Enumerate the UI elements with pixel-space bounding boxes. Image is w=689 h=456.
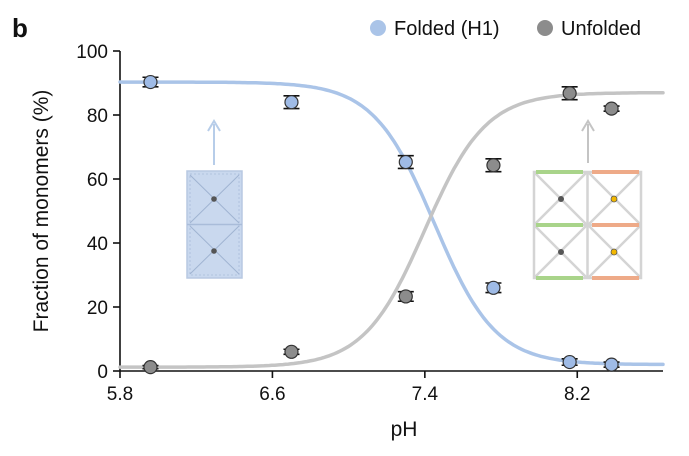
y-tick-label: 0 [97, 362, 108, 383]
folded-data-point [143, 74, 158, 90]
legend: Folded (H1) Unfolded [370, 18, 641, 40]
unfolded-data-point [398, 289, 413, 304]
y-tick-label: 80 [87, 106, 108, 127]
folded-node-bottom [211, 248, 217, 254]
unfolded-arrow-icon [581, 119, 595, 132]
inset-folded-structure [186, 119, 243, 279]
folded-node-top [211, 196, 217, 202]
folded-data-point [398, 154, 413, 170]
unfolded-data-point [284, 344, 299, 359]
folded-data-point [562, 354, 577, 370]
y-ticks: 0 20 40 60 80 100 [76, 42, 120, 383]
x-axis-title: pH [391, 418, 418, 441]
legend-marker-folded [370, 20, 386, 36]
y-axis-title: Fraction of monomers (%) [30, 90, 53, 333]
unfolded-data-point [562, 86, 577, 101]
folded-data-point [486, 280, 501, 295]
folded-data-point [284, 95, 299, 110]
legend-label-unfolded: Unfolded [561, 18, 641, 40]
panel-label: b [12, 13, 28, 43]
unfolded-node-2 [558, 249, 564, 255]
folded-data-point [604, 357, 619, 372]
inset-unfolded-structure [532, 119, 643, 280]
x-tick-label: 6.6 [259, 384, 285, 405]
x-tick-label: 7.4 [412, 384, 439, 405]
unfolded-node-1 [558, 196, 564, 202]
unfolded-data-point [486, 158, 501, 173]
x-tick-label: 5.8 [107, 384, 133, 405]
unfolded-node-3 [610, 195, 618, 203]
x-tick-label: 8.2 [564, 384, 590, 405]
y-tick-label: 100 [76, 42, 108, 63]
data-points [142, 74, 620, 375]
x-ticks: 5.8 6.6 7.4 8.2 [107, 371, 590, 405]
y-tick-label: 60 [87, 170, 108, 191]
unfolded-data-point [143, 360, 158, 375]
folded-arrow-icon [207, 119, 221, 132]
legend-marker-unfolded [537, 20, 553, 36]
legend-label-folded: Folded (H1) [394, 18, 500, 40]
unfolded-node-4 [610, 248, 618, 256]
y-tick-label: 40 [87, 234, 108, 255]
unfolded-data-point [604, 101, 619, 116]
y-tick-label: 20 [87, 298, 108, 319]
